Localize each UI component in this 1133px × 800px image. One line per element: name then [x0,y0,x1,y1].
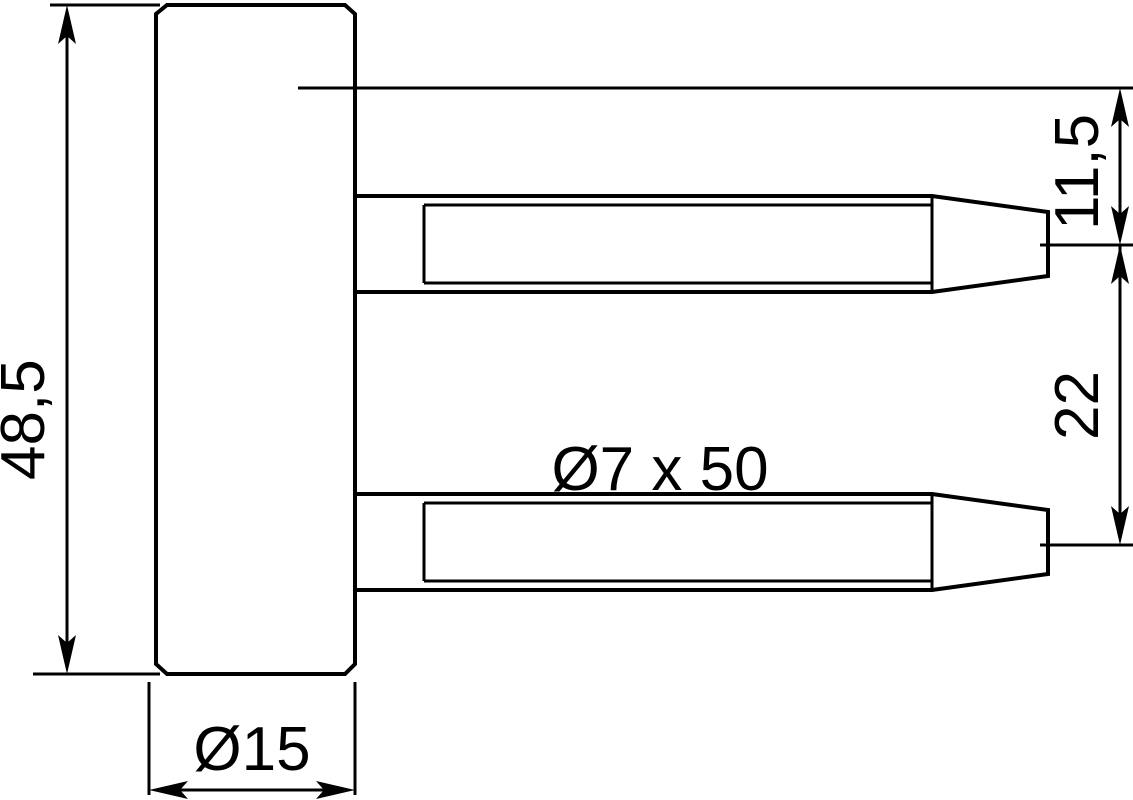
dimension-label-diameter-15: Ø15 [193,715,310,784]
dimension-pin-spacing: 22 [1043,245,1129,545]
vertical-body-plate [154,3,357,676]
arrow-left-15 [149,781,188,799]
arrow-down-48 [58,635,76,674]
dimension-label-22: 22 [1043,371,1112,440]
arrow-right-15 [316,781,355,799]
note-pin-spec: Ø7 x 50 [551,435,768,504]
arrow-down-11-5 [1111,206,1129,245]
arrow-up-48 [58,5,76,44]
arrow-up-22 [1111,245,1129,284]
arrow-down-22 [1111,506,1129,545]
lower-dowel-pin [328,492,1050,592]
dimension-label-48-5: 48,5 [0,359,58,480]
dimension-label-11-5: 11,5 [1043,114,1112,230]
dimension-upper-offset: 11,5 [1043,88,1129,245]
dimension-overall-height: 48,5 [0,3,160,676]
arrow-up-11-5 [1111,88,1129,127]
dimension-label-pin-spec: Ø7 x 50 [551,435,768,504]
upper-dowel-pin [328,194,1050,294]
dimension-plate-diameter: Ø15 [147,682,357,799]
